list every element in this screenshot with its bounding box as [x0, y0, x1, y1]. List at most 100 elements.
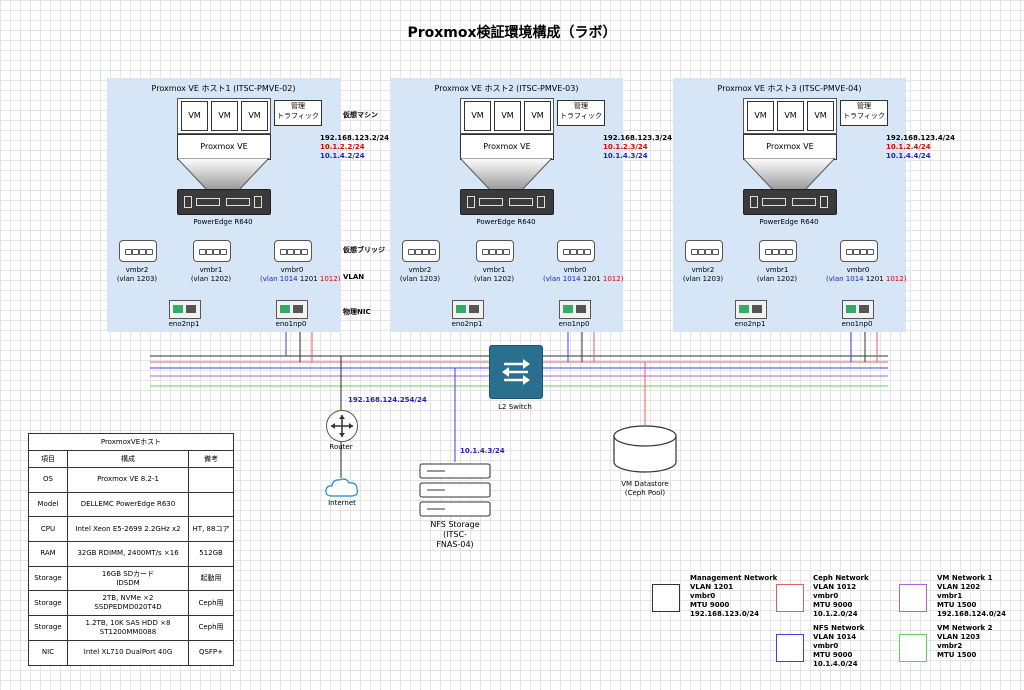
legend-swatch — [652, 584, 680, 612]
table-cell: 32GB RDIMM, 2400MT/s ×16 — [67, 541, 189, 567]
physical-nic-icon — [842, 300, 874, 319]
table-cell: CPU — [28, 516, 68, 543]
vm-box: VM — [181, 101, 208, 131]
bridge-name: vmbr0 — [563, 266, 587, 274]
physical-nic-icon — [559, 300, 591, 319]
physical-nic-icon — [452, 300, 484, 319]
server-icon — [460, 189, 554, 215]
table-cell: HT, 88コア — [188, 516, 234, 543]
ip-mgmt: 192.168.123.2/24 — [320, 134, 389, 142]
nic-name: eno2np1 — [451, 320, 483, 328]
bridge-icon — [193, 240, 231, 262]
table-header: 備考 — [188, 450, 234, 468]
l2-switch-icon — [489, 345, 543, 399]
bridge-vlan: (vlan 1202) — [756, 275, 798, 283]
proxmox-ve-box: Proxmox VE — [177, 134, 271, 160]
bridge-name: vmbr0 — [846, 266, 870, 274]
host-title: Proxmox VE ホスト1 (ITSC-PMVE-02) — [151, 84, 296, 93]
vm-box: VM — [807, 101, 834, 131]
bridge-icon — [274, 240, 312, 262]
ip-nfs: 10.1.4.4/24 — [886, 152, 931, 160]
internet-cloud-icon — [325, 478, 358, 497]
table-cell: Ceph用 — [188, 590, 234, 617]
table-cell: Storage — [28, 565, 68, 592]
legend-swatch — [899, 584, 927, 612]
physical-nic-icon — [169, 300, 201, 319]
vm-box: VM — [241, 101, 268, 131]
nic-name: eno1np0 — [841, 320, 873, 328]
datastore-icon — [613, 425, 677, 473]
server-label: PowerEdge R640 — [759, 218, 819, 226]
ip-ceph: 10.1.2.2/24 — [320, 143, 365, 151]
label-vlan: VLAN — [343, 273, 365, 281]
host-title: Proxmox VE ホスト3 (ITSC-PMVE-04) — [717, 84, 862, 93]
bridge-icon — [557, 240, 595, 262]
table-cell: 512GB — [188, 541, 234, 567]
table-header: 項目 — [28, 450, 68, 468]
table-header: 構成 — [67, 450, 189, 468]
bridge-icon — [840, 240, 878, 262]
bridge-icon — [119, 240, 157, 262]
bridge-vlan: (vlan 1014 1201 1012) — [826, 275, 907, 283]
table-cell: 1.2TB, 10K SAS HDD ×8 ST1200MM0088 — [67, 615, 189, 641]
mgmt-traffic-box: 管理 トラフィック — [840, 100, 888, 126]
vm-box: VM — [524, 101, 551, 131]
bridge-vlan: (vlan 1202) — [190, 275, 232, 283]
bridge-name: vmbr1 — [199, 266, 223, 274]
server-icon — [177, 189, 271, 215]
hypervisor-funnel — [460, 158, 552, 190]
table-cell: DELLEMC PowerEdge R630 — [67, 491, 189, 518]
ip-nfs: 10.1.4.2/24 — [320, 152, 365, 160]
legend-swatch — [776, 634, 804, 662]
physical-nic-icon — [735, 300, 767, 319]
table-cell — [188, 467, 234, 493]
physical-nic-icon — [276, 300, 308, 319]
proxmox-ve-box: Proxmox VE — [460, 134, 554, 160]
diagram-title: Proxmox検証環境構成（ラボ） — [407, 25, 617, 41]
bridge-vlan: (vlan 1203) — [682, 275, 724, 283]
bridge-icon — [402, 240, 440, 262]
bridge-name: vmbr2 — [125, 266, 149, 274]
table-cell: Model — [28, 491, 68, 518]
bridge-vlan: (vlan 1014 1201 1012) — [543, 275, 624, 283]
table-cell: Storage — [28, 615, 68, 641]
ip-ceph: 10.1.2.3/24 — [603, 143, 648, 151]
table-cell: 2TB, NVMe ×2 SSDPEDMD020T4D — [67, 590, 189, 617]
proxmox-ve-box: Proxmox VE — [743, 134, 837, 160]
bridge-name: vmbr1 — [482, 266, 506, 274]
nfs-label: NFS Storage(ITSC-FNAS-04) — [430, 520, 480, 549]
ip-mgmt: 192.168.123.3/24 — [603, 134, 672, 142]
internet-label: Internet — [328, 499, 356, 507]
nfs-storage-icon — [419, 462, 491, 518]
vm-box: VM — [211, 101, 238, 131]
bridge-name: vmbr0 — [280, 266, 304, 274]
vm-box: VM — [747, 101, 774, 131]
vm-box: VM — [777, 101, 804, 131]
table-cell — [188, 491, 234, 518]
table-cell: QSFP+ — [188, 639, 234, 666]
legend-swatch — [776, 584, 804, 612]
table-cell: Ceph用 — [188, 615, 234, 641]
bridge-name: vmbr2 — [408, 266, 432, 274]
table-cell: RAM — [28, 541, 68, 567]
bridge-vlan: (vlan 1202) — [473, 275, 515, 283]
table-cell: OS — [28, 467, 68, 493]
legend-swatch — [899, 634, 927, 662]
table-title: ProxmoxVEホスト — [28, 433, 234, 451]
label-bridge: 仮想ブリッジ — [343, 246, 385, 254]
bridge-name: vmbr2 — [691, 266, 715, 274]
label-nic: 物理NIC — [343, 308, 371, 316]
bridge-name: vmbr1 — [765, 266, 789, 274]
